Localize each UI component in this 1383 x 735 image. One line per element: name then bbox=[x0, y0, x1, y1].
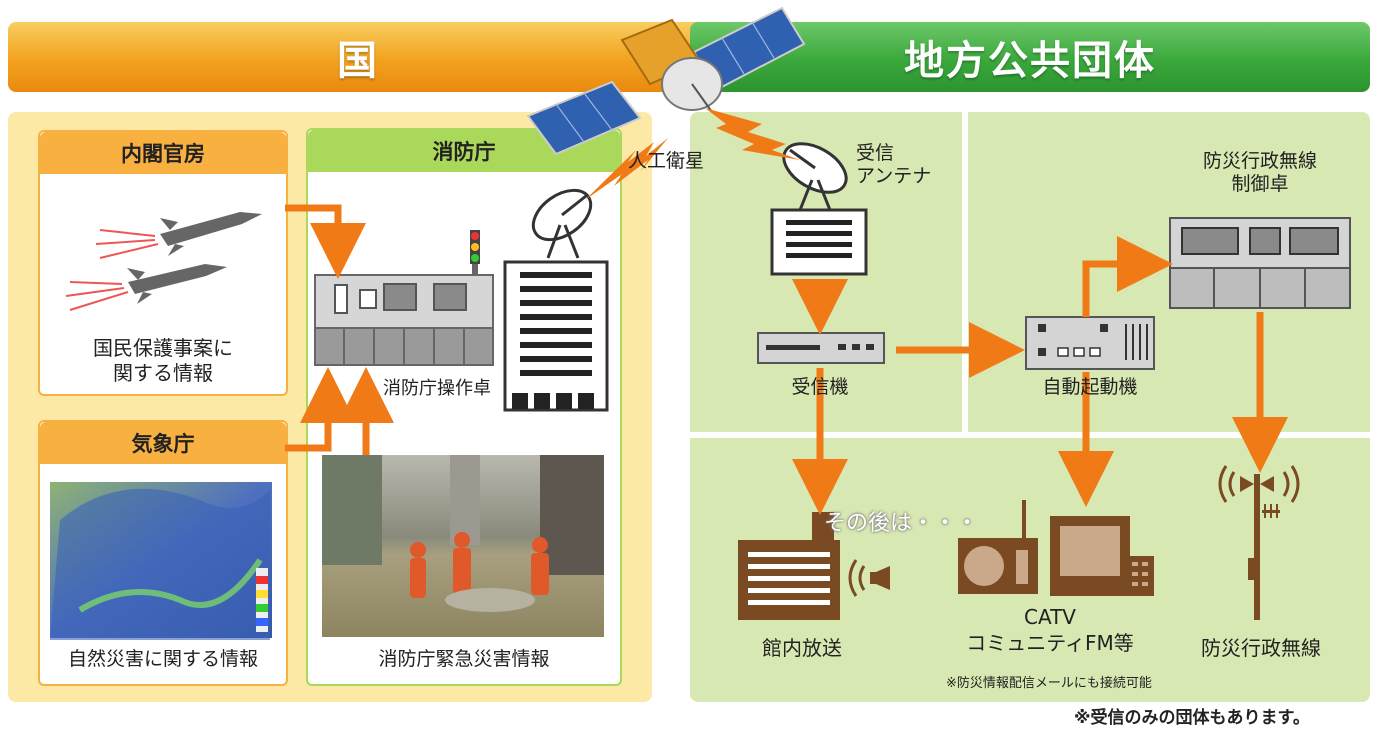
console-label: 消防庁操作卓 bbox=[383, 378, 491, 399]
arrow-jma-to-console bbox=[285, 367, 356, 452]
fdma-building-icon bbox=[503, 260, 609, 412]
cabinet-caption: 国民保護事案に 関する情報 bbox=[93, 336, 233, 385]
radio-icon bbox=[958, 500, 1038, 594]
satellite-label: 人工衛星 bbox=[628, 150, 705, 172]
after-label: その後は・・・ bbox=[824, 511, 979, 536]
satellite-dish-icon bbox=[531, 188, 593, 259]
national-header: 国 bbox=[8, 22, 708, 92]
email-note: ※防災情報配信メールにも接続可能 bbox=[946, 676, 1152, 691]
control-desk-icon bbox=[1169, 217, 1351, 309]
pa-speaker-icon bbox=[738, 512, 890, 620]
local-header: 地方公共団体 bbox=[690, 22, 1370, 92]
tv-icon bbox=[1050, 516, 1154, 596]
lightning-icon bbox=[585, 138, 668, 200]
satellite-icon bbox=[526, 6, 806, 156]
jma-caption: 自然災害に関する情報 bbox=[67, 648, 258, 670]
local-divider-vertical bbox=[962, 112, 968, 434]
output-catv-label: CATV コミュニティFM等 bbox=[966, 605, 1134, 655]
cabinet-title: 内閣官房 bbox=[40, 132, 286, 174]
flow-arrows bbox=[285, 204, 1288, 515]
footnote: ※受信のみの団体もあります。 bbox=[1074, 708, 1310, 728]
missile-icon bbox=[127, 212, 262, 304]
jma-title: 気象庁 bbox=[40, 422, 286, 464]
arrow-cabinet-to-console bbox=[285, 204, 366, 279]
output-radio-label: 防災行政無線 bbox=[1201, 636, 1321, 660]
arrow-autostart-to-desk bbox=[1082, 236, 1173, 317]
fdma-console-icon bbox=[314, 274, 494, 366]
auto-start-label: 自動起動機 bbox=[1042, 376, 1138, 398]
antenna-unit-icon bbox=[770, 208, 868, 276]
photo-caption: 消防庁緊急災害情報 bbox=[378, 648, 550, 670]
antenna-label: 受信 アンテナ bbox=[856, 142, 932, 187]
cabinet-box: 内閣官房 bbox=[38, 130, 288, 396]
loudspeaker-pole-icon bbox=[1218, 465, 1300, 620]
control-desk-label: 防災行政無線 制御卓 bbox=[1202, 150, 1317, 195]
output-pa-label: 館内放送 bbox=[762, 636, 842, 660]
antenna-dish-icon bbox=[782, 142, 848, 211]
signal-light-icon bbox=[470, 230, 480, 276]
receiver-label: 受信機 bbox=[791, 376, 849, 398]
receiver-icon bbox=[757, 332, 885, 364]
missile-trail-icon bbox=[65, 229, 159, 311]
local-divider-horizontal bbox=[690, 432, 1370, 438]
auto-start-device-icon bbox=[1025, 316, 1155, 370]
lightning-icon bbox=[705, 108, 800, 160]
